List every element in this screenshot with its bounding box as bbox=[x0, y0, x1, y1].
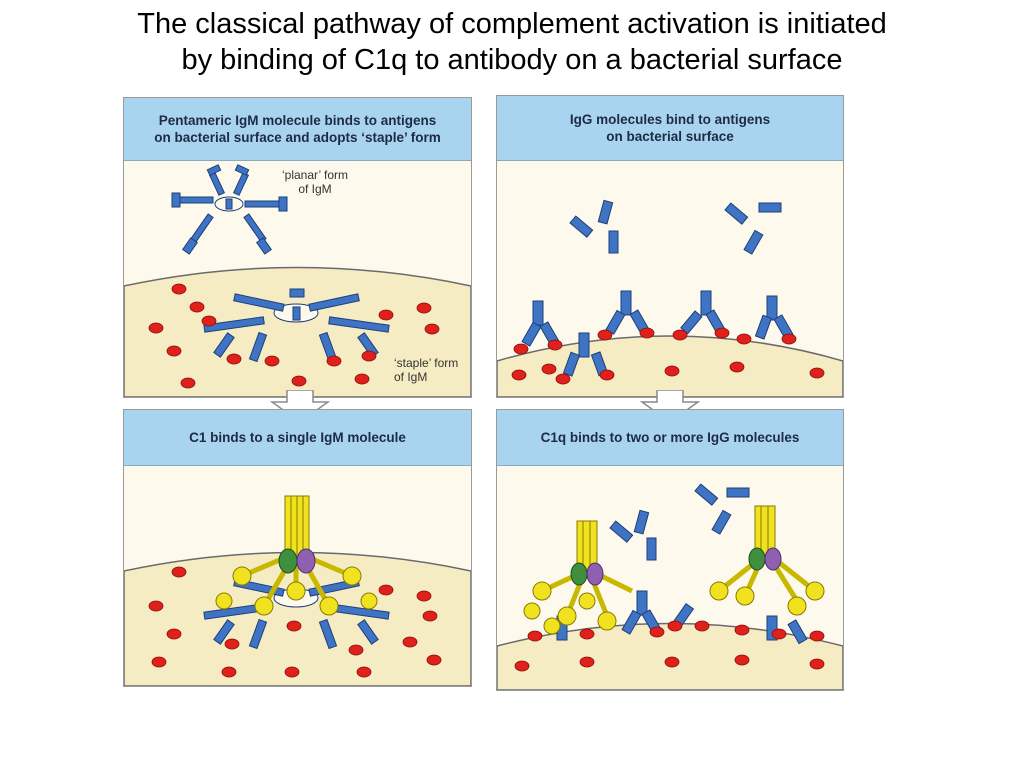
panel-header: Pentameric IgM molecule binds to antigen… bbox=[124, 98, 471, 161]
label-staple-line-1: ‘staple’ form bbox=[394, 356, 459, 370]
label-planar-form: ‘planar’ form of IgM bbox=[282, 168, 348, 196]
planar-igm-molecule bbox=[171, 164, 288, 255]
antigens bbox=[148, 566, 442, 678]
label-planar-line-1: ‘planar’ form bbox=[282, 168, 349, 182]
slide-title: The classical pathway of complement acti… bbox=[0, 6, 1024, 78]
antigens bbox=[148, 283, 440, 389]
label-staple-form: ‘staple’ form of IgM bbox=[394, 356, 458, 384]
header-line-1: IgG molecules bind to antigens bbox=[569, 112, 771, 127]
c1r-molecule bbox=[570, 562, 588, 586]
label-planar-line-2: of IgM bbox=[298, 182, 332, 196]
c1r-molecule bbox=[278, 548, 298, 574]
title-line-2: by binding of C1q to antibody on a bacte… bbox=[181, 44, 843, 76]
panel-header: C1q binds to two or more IgG molecules bbox=[497, 410, 843, 466]
c1s-molecule bbox=[296, 548, 316, 574]
igm-binding-illustration bbox=[124, 164, 471, 397]
header-line-1: C1q binds to two or more IgG molecules bbox=[540, 430, 800, 445]
free-igg-molecules bbox=[569, 199, 782, 255]
panel-header: C1 binds to a single IgM molecule bbox=[124, 410, 471, 466]
c1s-molecule bbox=[586, 562, 604, 586]
label-staple-line-2: of IgM bbox=[394, 370, 428, 384]
panel-c1-igm: C1 binds to a single IgM molecule bbox=[123, 409, 472, 687]
panel-header: IgG molecules bind to antigens on bacter… bbox=[497, 96, 843, 161]
header-line-1: Pentameric IgM molecule binds to antigen… bbox=[158, 113, 437, 128]
c1r-molecule bbox=[748, 547, 766, 571]
header-line-1: C1 binds to a single IgM molecule bbox=[189, 430, 406, 445]
c1s-molecule bbox=[764, 547, 782, 571]
antigens bbox=[514, 620, 825, 672]
panel-igm-binding: Pentameric IgM molecule binds to antigen… bbox=[123, 97, 472, 398]
c1-igm-illustration bbox=[124, 495, 471, 686]
panel-igg-binding: IgG molecules bind to antigens on bacter… bbox=[496, 95, 844, 398]
igg-binding-illustration bbox=[497, 199, 843, 397]
antigens bbox=[511, 327, 825, 385]
panel-c1q-igg: C1q binds to two or more IgG molecules bbox=[496, 409, 844, 691]
staple-igm-molecule bbox=[203, 288, 390, 363]
bacterial-surface bbox=[124, 266, 471, 397]
free-igg-molecules bbox=[609, 483, 750, 561]
header-line-2: on bacterial surface bbox=[606, 129, 734, 144]
header-line-2: on bacterial surface and adopts ‘staple’… bbox=[154, 130, 441, 145]
c1q-igg-illustration bbox=[497, 483, 843, 690]
bound-igg-molecules bbox=[521, 290, 794, 377]
title-line-1: The classical pathway of complement acti… bbox=[137, 8, 887, 40]
